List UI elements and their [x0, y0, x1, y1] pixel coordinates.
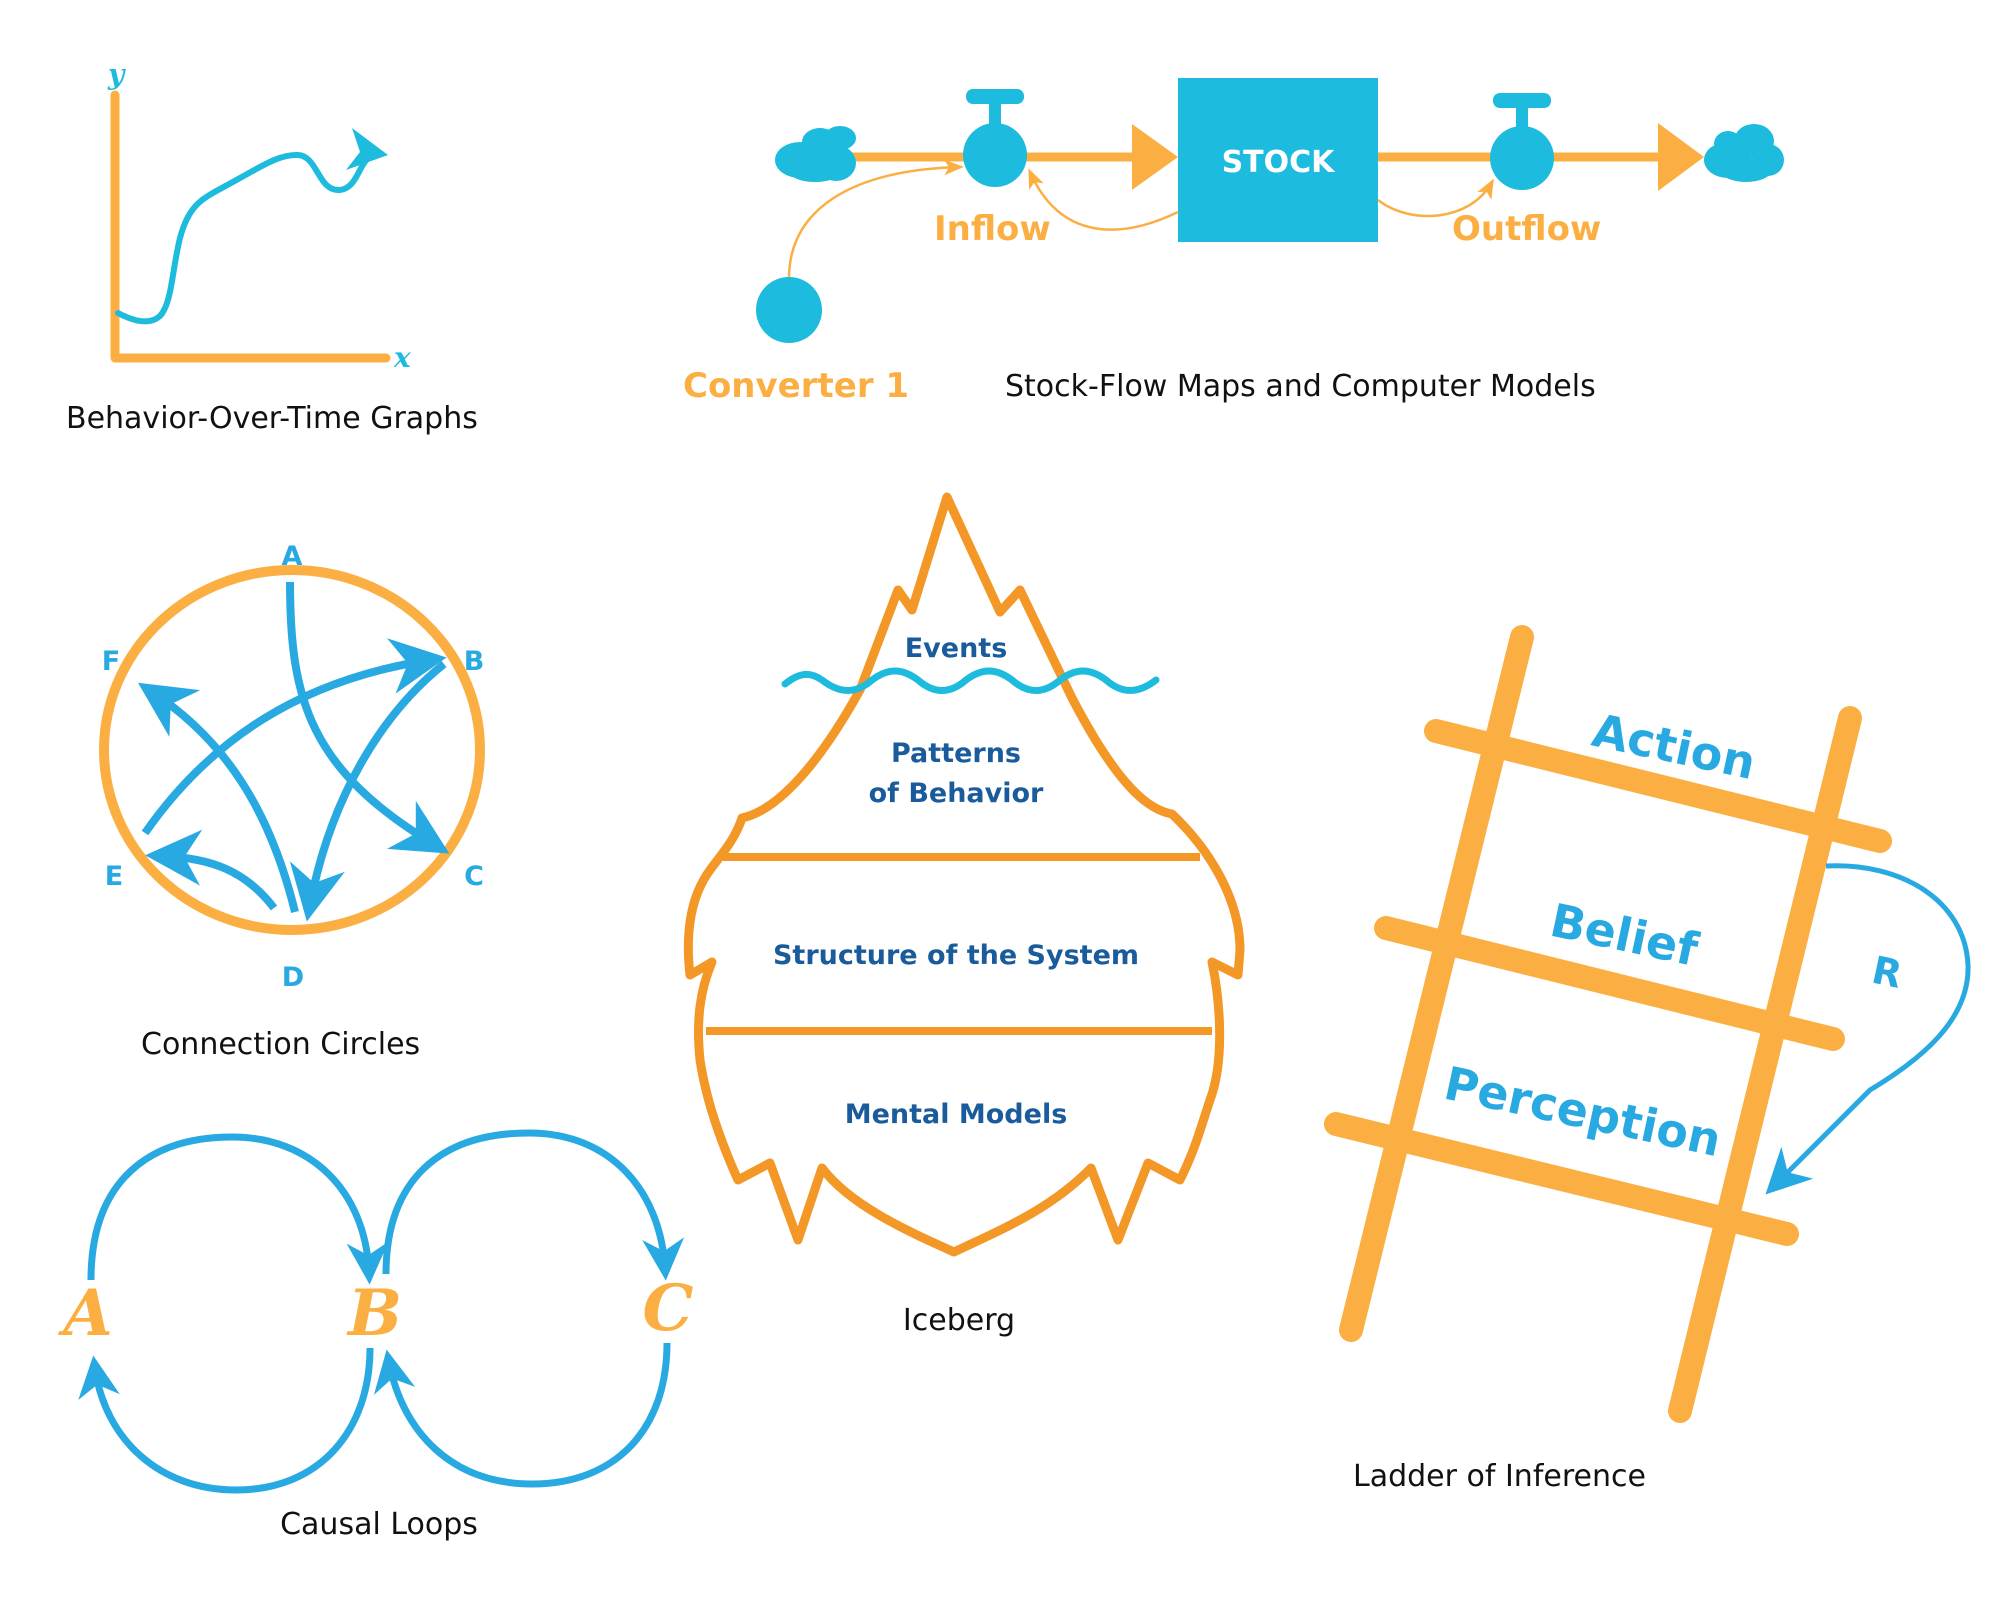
- link-B-D: [289, 660, 447, 922]
- reflexive-loop-arrow: [1765, 863, 1971, 1195]
- y-axis-letter: y: [107, 58, 126, 91]
- iceberg-level-structure: Structure of the System: [773, 940, 1139, 971]
- node-E: E: [105, 861, 123, 892]
- loop-B-to-C: [382, 1129, 685, 1281]
- loop-node-C: C: [643, 1271, 694, 1346]
- sink-cloud-icon: [1704, 124, 1784, 182]
- reflexive-loop-label: R: [1868, 948, 1906, 997]
- caption-stock-flow: Stock-Flow Maps and Computer Models: [1005, 369, 1596, 404]
- node-F: F: [102, 646, 120, 677]
- connection-ring: [99, 565, 485, 935]
- loop-node-B: B: [346, 1276, 402, 1351]
- inflow-arrowhead: [1132, 124, 1178, 190]
- converter-label: Converter 1: [683, 366, 909, 406]
- node-C: C: [464, 861, 484, 892]
- ladder-of-inference: Action Belief Perception R Ladder of Inf…: [1324, 625, 1971, 1494]
- iceberg-level-events: Events: [905, 633, 1008, 664]
- loop-A-to-B: [87, 1133, 389, 1285]
- outflow-label: Outflow: [1452, 209, 1601, 249]
- caption-connection-circles: Connection Circles: [141, 1027, 420, 1062]
- behavior-curve-arrowhead: [346, 128, 388, 170]
- caption-iceberg: Iceberg: [903, 1303, 1015, 1338]
- iceberg-level-mental-models: Mental Models: [845, 1099, 1068, 1130]
- loop-node-A: A: [58, 1276, 113, 1351]
- stock-to-inflow-link: [1028, 168, 1179, 231]
- iceberg-level-patterns: Patterns: [891, 738, 1021, 769]
- converter-link: [787, 159, 964, 278]
- connection-circle: A B C D E F Connection Circles: [99, 541, 485, 1062]
- node-B: B: [464, 646, 485, 677]
- ladder-rung-bottom: [1324, 1112, 1799, 1246]
- ladder-rail-right: [1668, 706, 1862, 1423]
- iceberg-outline: [683, 492, 1245, 1257]
- behavior-over-time-graph: y x Behavior-Over-Time Graphs: [66, 58, 478, 436]
- ladder-rung-middle: [1374, 916, 1845, 1051]
- caption-ladder: Ladder of Inference: [1353, 1459, 1646, 1494]
- stock-flow-map: Inflow STOCK Outflow Converter 1 Stock-F…: [683, 78, 1784, 406]
- caption-behavior-over-time: Behavior-Over-Time Graphs: [66, 401, 478, 436]
- ladder-rung-top: [1424, 719, 1892, 853]
- link-E-B: [141, 638, 447, 836]
- causal-loops: A B C Causal Loops: [58, 1129, 694, 1542]
- inflow-label: Inflow: [934, 209, 1051, 249]
- loop-B-to-A: [78, 1347, 374, 1494]
- node-D: D: [282, 962, 304, 993]
- graph-axes: [110, 90, 391, 363]
- source-cloud-icon: [775, 126, 856, 182]
- node-A: A: [282, 541, 303, 572]
- iceberg-level-patterns-2: of Behavior: [869, 778, 1044, 809]
- outflow-arrowhead: [1658, 123, 1704, 191]
- outflow-valve-icon: [1490, 93, 1554, 190]
- link-D-F: [137, 682, 299, 913]
- converter-node: [756, 277, 822, 343]
- stock-to-outflow-link: [1377, 178, 1494, 218]
- ladder-rail-left: [1339, 625, 1534, 1342]
- inflow-valve-icon: [963, 89, 1027, 187]
- stock-box: [1178, 78, 1378, 242]
- behavior-curve: [115, 151, 371, 325]
- stock-label: STOCK: [1222, 145, 1337, 180]
- caption-causal-loops: Causal Loops: [280, 1507, 478, 1542]
- loop-C-to-B: [373, 1342, 671, 1488]
- link-D-E: [145, 829, 278, 911]
- iceberg: Events Patterns of Behavior Structure of…: [683, 492, 1245, 1338]
- link-A-C: [286, 581, 450, 854]
- x-axis-letter: x: [393, 341, 411, 374]
- waterline-wave: [781, 667, 1160, 694]
